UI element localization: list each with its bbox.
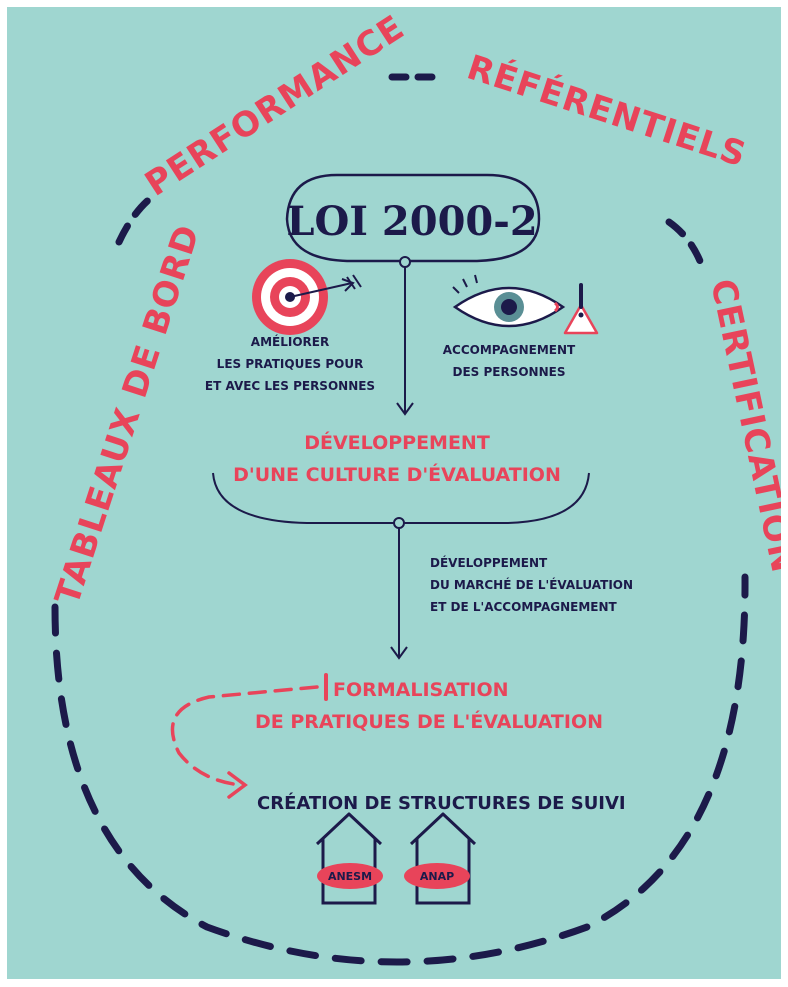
- coral-dashed-arrow: [170, 685, 319, 787]
- target-caption-2: LES PRATIQUES POUR: [217, 357, 364, 371]
- dashed-ring: [51, 73, 749, 966]
- formalisation-label-2: DE PRATIQUES DE L'ÉVALUATION: [255, 710, 603, 733]
- structures-label: CRÉATION DE STRUCTURES DE SUIVI: [257, 792, 626, 814]
- house-label-anap: ANAP: [420, 870, 454, 883]
- arrow-to-formalisation: [390, 528, 408, 660]
- culture-bracket: [212, 472, 590, 524]
- warning-icon: [563, 283, 599, 335]
- ring-label-referentiels: RÉFÉRENTIELS: [462, 47, 751, 176]
- arrow-to-culture: [396, 267, 414, 416]
- ring-label-tableaux-de-bord: TABLEAUX DE BORD: [48, 220, 209, 610]
- title-bubble: [285, 173, 541, 263]
- market-label-3: ET DE L'ACCOMPAGNEMENT: [430, 600, 618, 614]
- formalisation-label-1: FORMALISATION: [333, 679, 509, 701]
- infographic-canvas: PERFORMANCE RÉFÉRENTIELS TABLEAUX DE BOR…: [7, 7, 781, 979]
- market-label-2: DU MARCHÉ DE L'ÉVALUATION: [430, 577, 633, 592]
- ring-label-certification: CERTIFICATION: [702, 276, 781, 577]
- bubble-connector-dot: [399, 256, 411, 268]
- center-title: LOI 2000-2: [286, 198, 537, 245]
- target-caption-3: ET AVEC LES PERSONNES: [205, 379, 375, 393]
- house-label-anesm: ANESM: [328, 870, 372, 883]
- target-caption-1: AMÉLIORER: [251, 334, 329, 349]
- eye-icon: [452, 274, 566, 328]
- bracket-connector-dot: [393, 517, 405, 529]
- market-label-1: DÉVELOPPEMENT: [430, 555, 548, 570]
- diagram-svg: PERFORMANCE RÉFÉRENTIELS TABLEAUX DE BOR…: [48, 7, 781, 966]
- coral-arrow-head: [227, 771, 248, 799]
- arrow-icon: [289, 274, 362, 298]
- house-icon: [404, 812, 477, 905]
- house-icon: [315, 812, 383, 905]
- eye-caption-1: ACCOMPAGNEMENT: [443, 343, 576, 357]
- culture-label-2: D'UNE CULTURE D'ÉVALUATION: [233, 463, 561, 486]
- culture-label-1: DÉVELOPPEMENT: [304, 431, 490, 454]
- eye-caption-2: DES PERSONNES: [453, 365, 566, 379]
